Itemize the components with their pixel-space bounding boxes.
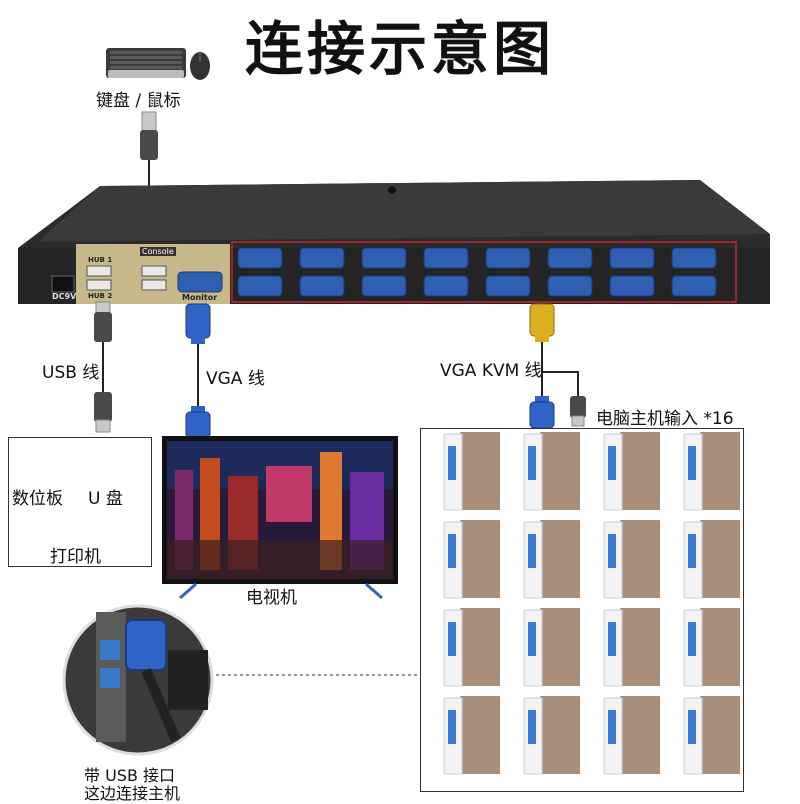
usb-cable-label: USB 线 — [42, 363, 100, 383]
usb-connector-icon — [140, 111, 158, 160]
vga-port — [237, 247, 283, 269]
vga-connector-icon — [529, 396, 555, 429]
usb-note-line2: 这边连接主机 — [84, 784, 181, 803]
pc-tower-icon — [603, 696, 660, 775]
monitor-label: Monitor — [182, 293, 218, 302]
pc-tower-icon — [523, 608, 580, 687]
pc-tower-icon — [603, 432, 660, 511]
u-disk-label: U 盘 — [88, 489, 123, 509]
pc-tower-icon — [523, 432, 580, 511]
vga-port — [547, 275, 593, 297]
vga-kvm-connector-icon — [529, 303, 555, 342]
vga-cable-label: VGA 线 — [206, 369, 265, 389]
vga-port — [237, 275, 283, 297]
vga-port — [423, 247, 469, 269]
tv-label: 电视机 — [246, 588, 297, 608]
vga-port — [423, 275, 469, 297]
keyboard-mouse-label: 键盘 / 鼠标 — [96, 91, 181, 111]
pc-tower-icon — [683, 696, 740, 775]
kvm-switch-device — [18, 180, 770, 304]
page-title: 连接示意图 — [244, 15, 555, 83]
mouse-icon — [190, 52, 210, 80]
pc-tower-icon — [443, 432, 500, 511]
power-label: DC9V — [52, 292, 77, 301]
usb-connector-icon — [94, 301, 112, 342]
pc-tower-icon — [443, 696, 500, 775]
vga-port-array — [237, 247, 717, 297]
vga-port — [299, 275, 345, 297]
pc-tower-icon — [603, 608, 660, 687]
pc-tower-icon — [683, 520, 740, 599]
pc-tower-icon — [523, 696, 580, 775]
vga-port — [547, 247, 593, 269]
vga-port — [361, 247, 407, 269]
motherboard-closeup-image — [62, 604, 214, 756]
vga-port — [361, 275, 407, 297]
vga-port — [485, 275, 531, 297]
pc-input-label: 电脑主机输入 *16 — [596, 409, 734, 429]
pc-tower-icon — [683, 432, 740, 511]
tv-icon — [162, 436, 398, 600]
tablet-label: 数位板 — [12, 489, 63, 509]
usb-connector-icon — [570, 396, 586, 427]
vga-port — [609, 247, 655, 269]
pc-grid-box — [420, 428, 744, 792]
usb-connector-icon — [94, 392, 112, 433]
vga-connector-icon — [185, 406, 211, 439]
vga-port — [485, 247, 531, 269]
peripherals-box — [8, 437, 152, 567]
pc-tower-icon — [443, 608, 500, 687]
hub1-label: HUB 1 — [88, 256, 113, 264]
vga-connector-icon — [185, 303, 211, 344]
pc-tower-icon — [603, 520, 660, 599]
console-label: Console — [140, 247, 176, 256]
pc-tower-icon — [443, 520, 500, 599]
vga-kvm-cable-label: VGA KVM 线 — [440, 361, 542, 381]
vga-port — [609, 275, 655, 297]
usb-note-line1: 带 USB 接口 — [84, 766, 176, 785]
pc-grid — [443, 432, 740, 775]
keyboard-icon — [106, 48, 186, 78]
pc-tower-icon — [523, 520, 580, 599]
vga-port — [299, 247, 345, 269]
pc-tower-icon — [683, 608, 740, 687]
printer-label: 打印机 — [50, 547, 101, 567]
vga-kvm-cable-line — [541, 342, 579, 396]
vga-port — [671, 275, 717, 297]
hub2-label: HUB 2 — [88, 292, 113, 300]
vga-port — [671, 247, 717, 269]
